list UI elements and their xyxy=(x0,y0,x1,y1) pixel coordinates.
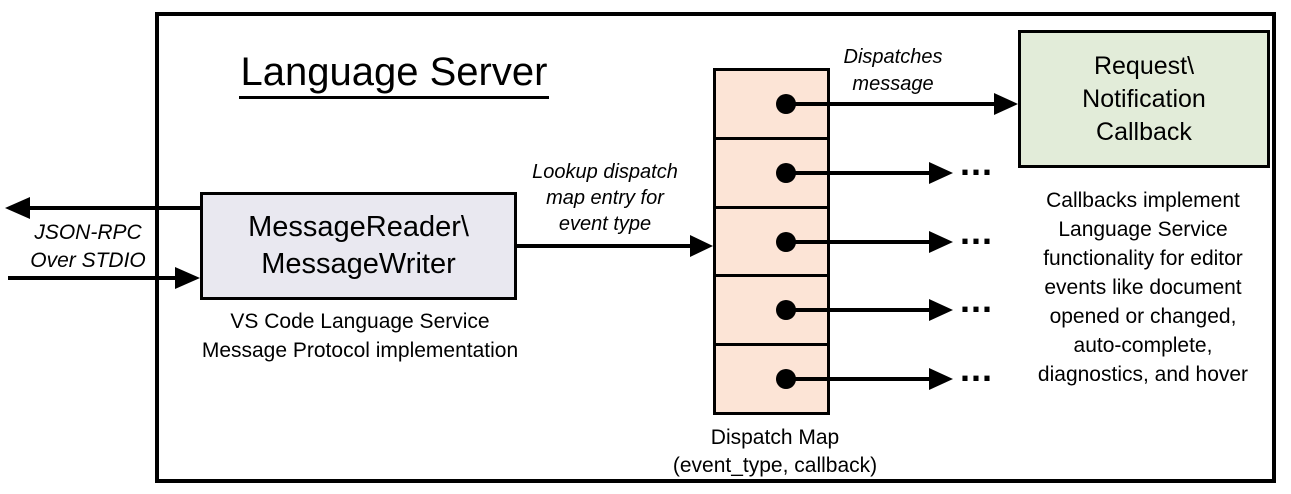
callbacks-note: Callbacks implement Language Service fun… xyxy=(1037,189,1249,386)
dispatch-map-cell xyxy=(716,71,827,137)
ellipsis-row-3: ... xyxy=(960,211,994,252)
ellipsis-row-2: ... xyxy=(960,142,994,183)
dispatch-map xyxy=(713,68,830,415)
stdio-out-arrowhead-icon xyxy=(5,197,30,219)
message-box-caption: VS Code Language Service Message Protoco… xyxy=(201,310,519,362)
request-notification-callback-box: Request\ Notification Callback xyxy=(1018,30,1270,168)
dispatches-message-label: Dispatches message xyxy=(843,46,943,95)
lookup-dispatch-label: Lookup dispatch map entry for event type xyxy=(532,161,678,235)
dispatch-map-cell xyxy=(716,136,827,206)
ellipsis-row-4: ... xyxy=(960,279,994,320)
diagram-title: Language Server xyxy=(199,50,589,99)
dispatch-map-cell xyxy=(716,274,827,344)
dispatch-map-cell xyxy=(716,205,827,275)
dispatch-map-cell xyxy=(716,343,827,412)
json-rpc-stdio-label: JSON-RPC Over STDIO xyxy=(30,221,146,272)
diagram-title-text: Language Server xyxy=(238,50,550,99)
message-reader-writer-box: MessageReader\ MessageWriter xyxy=(200,192,517,300)
dispatch-map-caption: Dispatch Map (event_type, callback) xyxy=(672,426,878,477)
ellipsis-row-5: ... xyxy=(960,348,994,389)
